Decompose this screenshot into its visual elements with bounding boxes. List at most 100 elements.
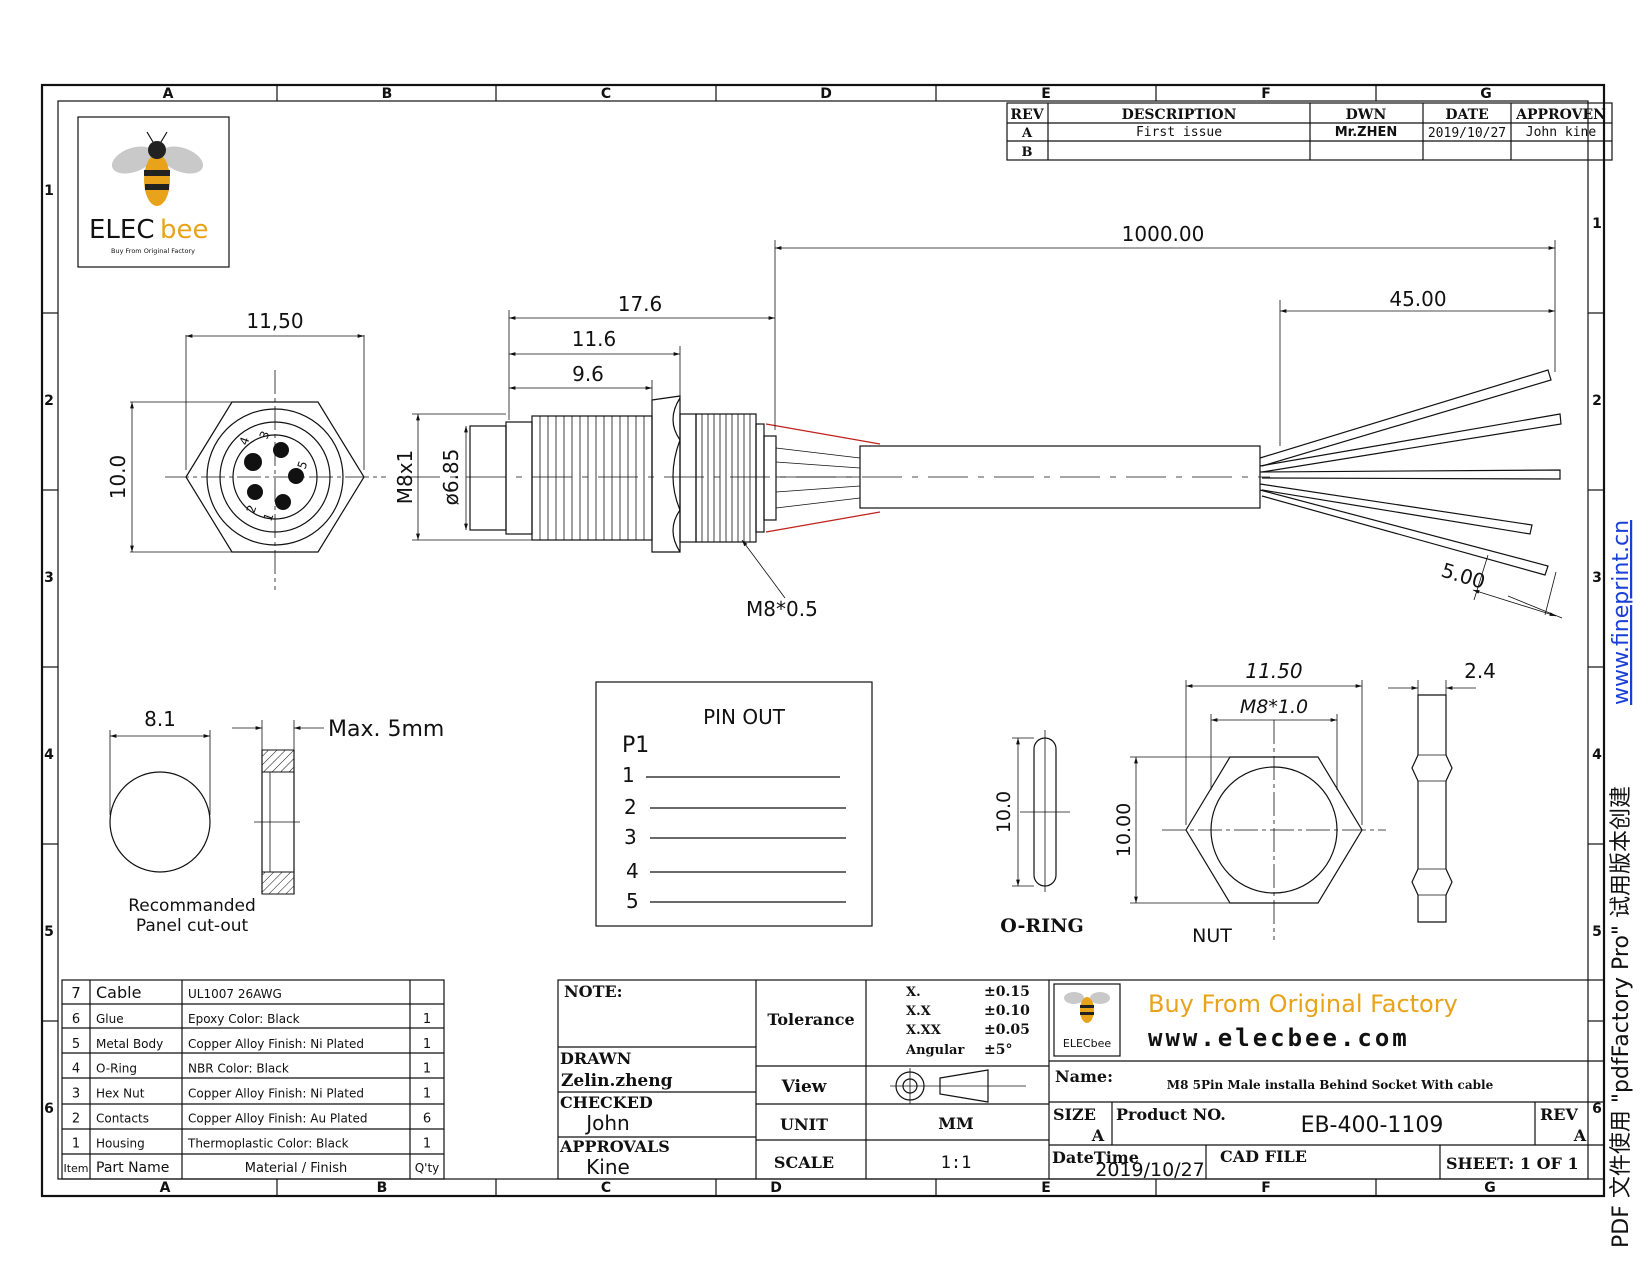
bom-header-item: Item	[63, 1162, 88, 1175]
connector-side-view: 17.6 11.6 9.6 1000.00 45.00 M8x1 ø6.85 M…	[393, 222, 1563, 621]
bom-material: NBR Color: Black	[188, 1062, 289, 1076]
pinout-pin-2: 2	[624, 795, 637, 819]
unit-label: UNIT	[780, 1115, 828, 1134]
rev-row-a-date: 2019/10/27	[1428, 126, 1506, 141]
row-label-left-2: 2	[44, 393, 54, 409]
bom-header-material: Material / Finish	[245, 1161, 347, 1176]
tolerance-val-2: ±0.10	[984, 1003, 1030, 1019]
rev-row-a-dwn: Mr.ZHEN	[1335, 125, 1398, 140]
rev-row-a-rev: A	[1021, 126, 1033, 141]
dim-total-length: 1000.00	[1122, 222, 1205, 246]
oring-label: O-RING	[1000, 915, 1083, 937]
pinout-pin-3: 3	[624, 825, 637, 849]
rev-header-description: DESCRIPTION	[1122, 107, 1237, 123]
bom-table	[61, 979, 445, 1180]
approved-by: Kine	[586, 1155, 630, 1179]
col-label-bottom-g: G	[1484, 1180, 1496, 1196]
scale-value: 1:1	[941, 1153, 972, 1173]
title-logo-bee-icon: ELECbee	[1063, 992, 1111, 1050]
dim-thread-spec: M8x1	[393, 450, 417, 505]
col-label-bottom-c: C	[601, 1180, 611, 1196]
rev-row-a-description: First issue	[1136, 125, 1222, 140]
logo-brand-dark: ELEC	[89, 215, 155, 245]
bom-material: UL1007 26AWG	[188, 987, 282, 1001]
bom-part-name: Hex Nut	[96, 1087, 145, 1101]
bom-item-number: 2	[72, 1112, 80, 1127]
row-label-left-1: 1	[44, 183, 54, 199]
pinout-box: PIN OUT P1 1 2 3 4 5	[595, 681, 873, 927]
drawn-by: Zelin.zheng	[561, 1071, 673, 1091]
bom-item-number: 3	[72, 1087, 80, 1102]
pinout-pin-1: 1	[622, 763, 635, 787]
bom-material: Copper Alloy Finish: Au Plated	[188, 1112, 368, 1126]
datetime-value: 2019/10/27	[1095, 1159, 1205, 1181]
rev-row-a-approver: John kine	[1526, 125, 1597, 140]
row-label-left-4: 4	[44, 747, 54, 763]
nut-label: NUT	[1192, 925, 1232, 947]
bom-qty: 1	[423, 1087, 431, 1102]
tolerance-key-1: X.	[906, 985, 921, 1000]
dim-max-panel: Max. 5mm	[328, 717, 444, 742]
bom-material: Epoxy Color: Black	[188, 1012, 300, 1026]
cad-file-label: CAD FILE	[1220, 1147, 1307, 1166]
dim-oring: 10.0	[993, 791, 1015, 833]
dim-wire-strip: 5.00	[1439, 558, 1489, 594]
row-label-left-3: 3	[44, 570, 54, 586]
bom-item-number: 6	[72, 1012, 80, 1027]
dim-strip-length: 45.00	[1389, 287, 1446, 311]
col-label-bottom-a: A	[160, 1180, 171, 1196]
dim-body-length: 17.6	[618, 292, 663, 316]
nut-view: 11.50 M8*1.0 10.00 NUT 2.4	[1113, 659, 1496, 947]
pin-number-2: 2	[244, 503, 260, 515]
bom-material: Copper Alloy Finish: Ni Plated	[188, 1037, 364, 1051]
bom-item-number: 1	[72, 1136, 80, 1151]
dim-cutout-dia: 8.1	[144, 707, 176, 731]
slogan: Buy From Original Factory	[1148, 990, 1458, 1018]
col-label-bottom-e: E	[1041, 1180, 1051, 1196]
col-label-top-a: A	[163, 86, 174, 102]
tolerance-val-4: ±5°	[984, 1042, 1012, 1058]
title-block	[557, 979, 1605, 1180]
pinout-pin-4: 4	[626, 859, 639, 883]
rev-header-approven: APPROVEN	[1515, 107, 1606, 123]
rev-header-rev: REV	[1010, 107, 1044, 123]
checked-by: John	[584, 1111, 630, 1135]
drawn-label: DRAWN	[560, 1049, 631, 1068]
watermark-link[interactable]: www.fineprint.cn	[1609, 520, 1634, 705]
product-no-label: Product NO.	[1116, 1105, 1226, 1124]
row-label-right-5: 5	[1592, 924, 1602, 940]
rev-header-date: DATE	[1445, 107, 1488, 123]
dim-face-height: 10.0	[106, 455, 130, 500]
sheet-info: SHEET: 1 OF 1	[1446, 1154, 1579, 1173]
bom-item-number: 7	[71, 984, 81, 1002]
rev-value: A	[1573, 1126, 1587, 1145]
bom-material: Thermoplastic Color: Black	[187, 1136, 349, 1150]
elecbee-logo: ELEC bee Buy From Original Factory	[77, 116, 230, 268]
col-label-bottom-b: B	[377, 1180, 388, 1196]
projection-symbol-icon	[890, 1068, 1026, 1104]
bom-part-name: Housing	[96, 1136, 145, 1150]
col-label-top-b: B	[382, 86, 393, 102]
dim-rear-thread: M8*0.5	[746, 597, 818, 621]
dim-diameter: ø6.85	[439, 449, 463, 506]
dim-nut-width: 11.50	[1245, 659, 1302, 683]
rev-header-dwn: DWN	[1346, 107, 1387, 123]
bom-qty: 6	[423, 1112, 431, 1127]
watermark-text: PDF 文件使用 "pdfFactory Pro" 试用版本创建	[1609, 786, 1634, 1248]
col-label-bottom-d: D	[770, 1180, 782, 1196]
rev-label: REV	[1540, 1105, 1578, 1124]
cutout-label-line1: Recommanded	[128, 896, 256, 916]
bee-icon	[111, 131, 204, 206]
oring-view: 10.0 O-RING	[993, 730, 1084, 937]
note-label: NOTE:	[564, 982, 623, 1001]
tolerance-key-4: Angular	[905, 1043, 964, 1058]
col-label-top-d: D	[820, 86, 832, 102]
dim-nut-height: 10.00	[1113, 803, 1135, 857]
website: www.elecbee.com	[1148, 1024, 1410, 1052]
panel-cutout-view: 8.1 Max. 5mm Recommanded Panel cut-out	[109, 707, 444, 936]
pinout-connector: P1	[622, 733, 649, 758]
dim-front-length: 9.6	[572, 362, 604, 386]
sheet-border: A B C D E F G A B C D E F G 1 2 3 4 5 6 …	[40, 83, 1606, 1198]
